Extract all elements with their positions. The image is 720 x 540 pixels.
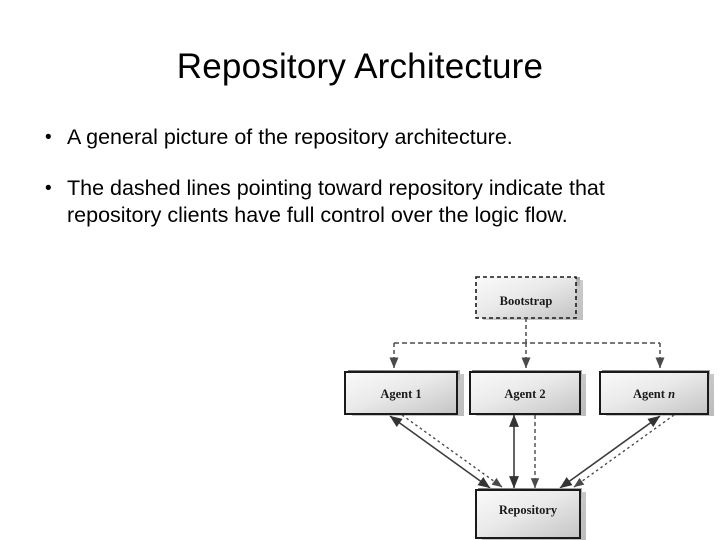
agent2-label: Agent 2 bbox=[504, 387, 545, 401]
list-item: • The dashed lines pointing toward repos… bbox=[40, 175, 680, 229]
edge-agent1-repository bbox=[389, 414, 503, 489]
agent1-repository-solid-arrow bbox=[389, 415, 491, 489]
agent1-box bbox=[344, 371, 458, 415]
bootstrap-box bbox=[475, 276, 577, 319]
agent1-repository-dashed-arrow bbox=[401, 414, 503, 488]
node-agent-2[interactable]: Agent 2 bbox=[469, 370, 586, 416]
page-title: Repository Architecture bbox=[176, 47, 544, 86]
agentn-label-index: n bbox=[668, 387, 675, 401]
bootstrap-label: Bootstrap bbox=[500, 294, 553, 308]
repository-box bbox=[475, 489, 581, 539]
agentn-box bbox=[599, 371, 709, 415]
repository-label: Repository bbox=[499, 503, 558, 517]
node-agent-1[interactable]: Agent 1 bbox=[344, 370, 464, 416]
node-repository[interactable]: Repository bbox=[475, 488, 586, 540]
bullet-icon: • bbox=[45, 127, 52, 148]
agent2-box bbox=[469, 371, 581, 415]
list-item: • A general picture of the repository ar… bbox=[40, 124, 680, 151]
edge-agentn-repository bbox=[559, 414, 675, 489]
bullet-text: A general picture of the repository arch… bbox=[67, 125, 513, 149]
bullet-icon: • bbox=[45, 178, 52, 199]
agentn-repository-solid-arrow bbox=[559, 415, 661, 489]
edge-agent2-repository bbox=[509, 414, 540, 489]
agentn-label-prefix: Agent bbox=[633, 387, 668, 401]
node-bootstrap[interactable]: Bootstrap bbox=[475, 276, 583, 320]
node-agent-n[interactable]: Agent n bbox=[599, 370, 714, 416]
bootstrap-to-agents-bus bbox=[389, 318, 665, 369]
bullet-list: • A general picture of the repository ar… bbox=[40, 124, 680, 253]
agent1-label: Agent 1 bbox=[380, 387, 421, 401]
agentn-label: Agent n bbox=[633, 387, 675, 401]
repository-architecture-diagram: Bootstrap Agent 1 Agent 2 Agent n bbox=[330, 262, 720, 540]
bullet-text: The dashed lines pointing toward reposit… bbox=[67, 176, 605, 227]
agentn-repository-dashed-arrow bbox=[573, 414, 675, 488]
